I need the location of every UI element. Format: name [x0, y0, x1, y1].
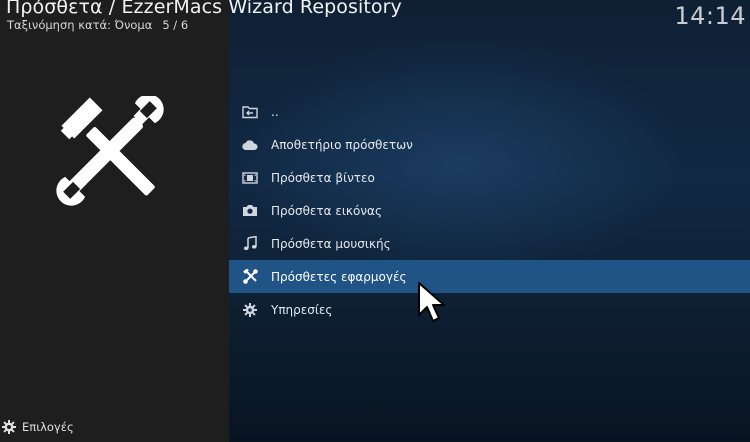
list-item-label: Πρόσθετα βίντεο: [271, 170, 375, 185]
list-item-services[interactable]: Υπηρεσίες: [229, 293, 750, 326]
clock: 14:14: [674, 2, 746, 30]
addon-category-list: .. Αποθετήριο πρόσθετων Πρόσθετα βίντεο …: [229, 95, 750, 326]
list-item-label: Πρόσθετα μουσικής: [271, 236, 391, 251]
tools-artwork-icon: [56, 96, 164, 206]
camera-icon: [242, 203, 258, 219]
left-panel: [0, 0, 229, 442]
list-item-parent[interactable]: ..: [229, 95, 750, 128]
tools-icon: [242, 269, 258, 285]
list-item-program-addons[interactable]: Πρόσθετες εφαρμογές: [229, 260, 750, 293]
content-panel: [229, 0, 750, 442]
list-item-label: ..: [271, 104, 279, 119]
film-icon: [242, 170, 258, 186]
options-label: Επιλογές: [22, 420, 74, 434]
mouse-pointer-icon: [418, 282, 445, 322]
music-note-icon: [242, 236, 258, 252]
list-item-video-addons[interactable]: Πρόσθετα βίντεο: [229, 161, 750, 194]
list-item-addon-repository[interactable]: Αποθετήριο πρόσθετων: [229, 128, 750, 161]
sort-label[interactable]: Ταξινόμηση κατά: Όνομα: [7, 18, 153, 32]
folder-back-icon: [242, 104, 258, 120]
gear-icon: [242, 302, 258, 318]
cloud-icon: [242, 137, 258, 153]
list-item-label: Πρόσθετα εικόνας: [271, 203, 382, 218]
page-title: Πρόσθετα / EzzerMacs Wizard Repository: [6, 0, 402, 18]
list-item-music-addons[interactable]: Πρόσθετα μουσικής: [229, 227, 750, 260]
item-position: 5 / 6: [162, 18, 189, 32]
list-item-picture-addons[interactable]: Πρόσθετα εικόνας: [229, 194, 750, 227]
options-button[interactable]: Επιλογές: [0, 420, 74, 434]
list-item-label: Υπηρεσίες: [271, 302, 333, 317]
sort-info: Ταξινόμηση κατά: Όνομα 5 / 6: [7, 18, 188, 32]
options-gear-icon: [2, 420, 16, 434]
list-item-label: Αποθετήριο πρόσθετων: [271, 137, 413, 152]
list-item-label: Πρόσθετες εφαρμογές: [271, 269, 407, 284]
